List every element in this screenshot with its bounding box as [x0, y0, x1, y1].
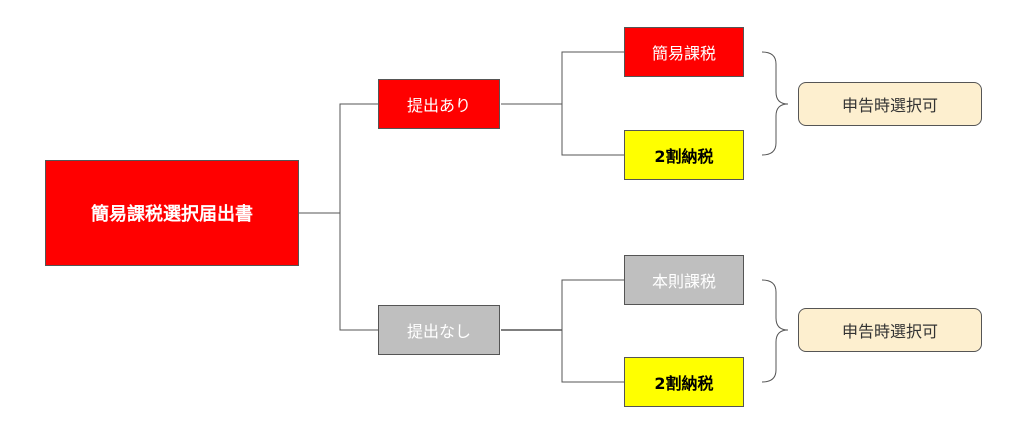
option-node-standard-tax: 本則課税 [624, 255, 744, 305]
note-box: 申告時選択可 [798, 308, 982, 352]
branch-node-not-submitted: 提出なし [378, 305, 500, 355]
option-node-simplified-tax: 簡易課税 [624, 27, 744, 77]
note-label: 申告時選択可 [841, 96, 938, 115]
root-node: 簡易課税選択届出書 [45, 160, 299, 266]
connector-level1 [339, 103, 378, 331]
option-label: 本則課税 [651, 272, 716, 291]
branch-label: 提出あり [406, 96, 471, 115]
note-label: 申告時選択可 [841, 322, 938, 341]
option-label: 簡易課税 [651, 44, 716, 63]
root-label: 簡易課税選択届出書 [91, 204, 253, 225]
connector-branch-2-options [561, 279, 624, 383]
option-label: 2割納税 [654, 147, 714, 166]
option-node-twenty-percent-tax: 2割納税 [624, 357, 744, 407]
branch-node-submitted: 提出あり [378, 79, 500, 129]
connector-branch-1-options [561, 51, 624, 156]
option-node-twenty-percent-tax: 2割納税 [624, 130, 744, 180]
option-label: 2割納税 [654, 374, 714, 393]
branch-label: 提出なし [406, 322, 471, 341]
note-box: 申告時選択可 [798, 82, 982, 126]
bracket-branch-2 [761, 279, 789, 383]
bracket-branch-1 [761, 51, 789, 156]
